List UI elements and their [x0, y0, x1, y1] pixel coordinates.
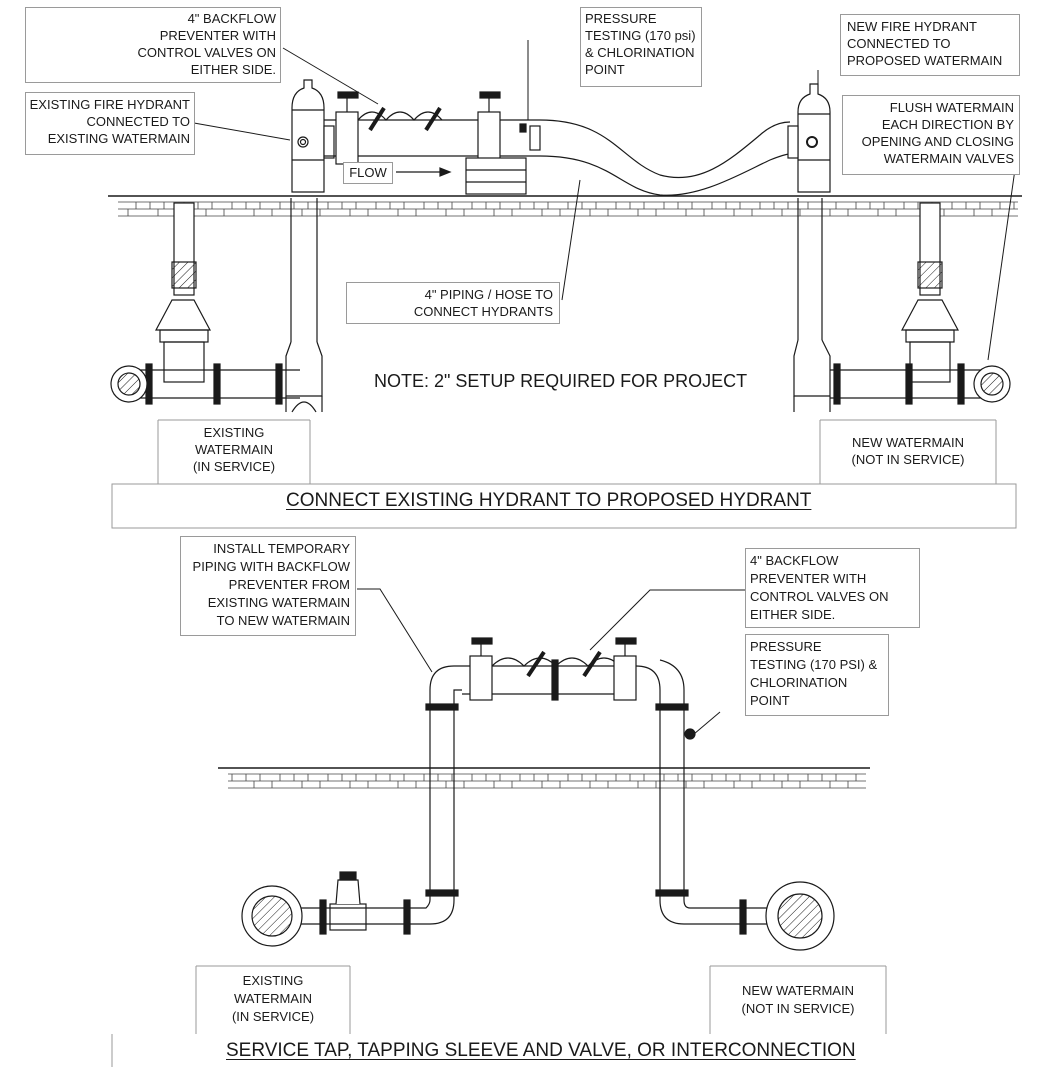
callout-line: (IN SERVICE): [192, 459, 276, 474]
callout-line: (NOT IN SERVICE): [851, 452, 965, 467]
right-riser: [628, 659, 770, 925]
callout-line: EXISTING FIRE HYDRANT: [29, 97, 190, 112]
new-valve-assembly: [830, 202, 1011, 405]
callout-line: FLUSH WATERMAIN: [889, 100, 1014, 115]
callout-line: PREVENTER WITH: [750, 571, 867, 586]
top-leader-lines: [193, 40, 1019, 361]
callout-line: EXISTING WATERMAIN: [47, 131, 190, 146]
label-existing-watermain-bottom: EXISTING WATERMAIN (IN SERVICE): [196, 972, 350, 1026]
callout-line: POINT: [585, 62, 625, 77]
callout-install-temporary-piping: INSTALL TEMPORARY PIPING WITH BACKFLOW P…: [180, 536, 356, 636]
callout-line: (NOT IN SERVICE): [741, 1001, 855, 1016]
callout-line: PIPING WITH BACKFLOW: [192, 559, 350, 574]
callout-line: CHLORINATION: [750, 675, 848, 690]
existing-valve-assembly: [110, 202, 300, 405]
callout-connecting-piping: 4" PIPING / HOSE TO CONNECT HYDRANTS: [346, 282, 560, 324]
flow-label: FLOW: [349, 165, 387, 180]
bottom-detail-title: SERVICE TAP, TAPPING SLEEVE AND VALVE, O…: [226, 1040, 856, 1061]
callout-line: PRESSURE: [585, 11, 657, 26]
bottom-leader-lines: [357, 588, 745, 735]
callout-line: WATERMAIN: [195, 442, 273, 457]
callout-line: PRESSURE: [750, 639, 822, 654]
callout-line: NEW WATERMAIN: [852, 435, 964, 450]
bottom-detail: [218, 588, 870, 951]
callout-line: PREVENTER FROM: [228, 577, 350, 592]
top-backflow-preventer: [324, 91, 540, 195]
callout-line: 4" PIPING / HOSE TO: [424, 287, 553, 302]
bottom-frame: [111, 965, 887, 1067]
callout-existing-fire-hydrant: EXISTING FIRE HYDRANT CONNECTED TO EXIST…: [25, 92, 195, 155]
callout-line: & CHLORINATION: [585, 45, 695, 60]
bottom-new-watermain: [739, 881, 835, 951]
callout-line: CONTROL VALVES ON: [137, 45, 276, 60]
top-frame: [111, 419, 1017, 529]
label-new-watermain-top: NEW WATERMAIN (NOT IN SERVICE): [820, 434, 996, 468]
label-existing-watermain-top: EXISTING WATERMAIN (IN SERVICE): [158, 424, 310, 475]
flow-label-box: FLOW: [343, 162, 393, 184]
callout-backflow-preventer: 4" BACKFLOW PREVENTER WITH CONTROL VALVE…: [25, 7, 281, 83]
top-ground-line: [108, 195, 1022, 218]
label-new-watermain-bottom: NEW WATERMAIN (NOT IN SERVICE): [710, 982, 886, 1018]
left-riser: [300, 665, 462, 925]
callout-line: TESTING (170 PSI) &: [750, 657, 878, 672]
callout-line: POINT: [750, 693, 790, 708]
callout-line: NEW WATERMAIN: [742, 983, 854, 998]
new-fire-hydrant: [787, 83, 831, 412]
callout-line: CONTROL VALVES ON: [750, 589, 889, 604]
callout-line: CONNECTED TO: [86, 114, 190, 129]
callout-pressure-testing-bottom: PRESSURE TESTING (170 PSI) & CHLORINATIO…: [745, 634, 889, 716]
callout-backflow-preventer-bottom: 4" BACKFLOW PREVENTER WITH CONTROL VALVE…: [745, 548, 920, 628]
bottom-existing-watermain: [241, 871, 411, 947]
callout-line: TESTING (170 psi): [585, 28, 696, 43]
callout-line: 4" BACKFLOW: [187, 11, 276, 26]
callout-line: EITHER SIDE.: [190, 62, 276, 77]
callout-line: (IN SERVICE): [231, 1009, 315, 1024]
callout-line: EACH DIRECTION BY: [881, 117, 1014, 132]
callout-line: 4" BACKFLOW: [750, 553, 839, 568]
callout-line: NEW FIRE HYDRANT: [847, 19, 977, 34]
callout-new-fire-hydrant: NEW FIRE HYDRANT CONNECTED TO PROPOSED W…: [840, 14, 1020, 76]
callout-line: CONNECT HYDRANTS: [413, 304, 553, 319]
connecting-hose: [529, 119, 791, 196]
callout-line: PREVENTER WITH: [159, 28, 276, 43]
bottom-ground-line: [218, 767, 870, 790]
callout-line: WATERMAIN: [234, 991, 312, 1006]
top-detail-title: CONNECT EXISTING HYDRANT TO PROPOSED HYD…: [286, 490, 812, 511]
callout-line: OPENING AND CLOSING: [861, 134, 1014, 149]
top-detail: [108, 40, 1022, 413]
callout-line: EXISTING: [203, 425, 265, 440]
callout-line: WATERMAIN VALVES: [883, 151, 1014, 166]
callout-line: TO NEW WATERMAIN: [216, 613, 350, 628]
flow-arrow: [396, 167, 452, 177]
callout-line: EITHER SIDE.: [750, 607, 836, 622]
callout-line: INSTALL TEMPORARY: [213, 541, 350, 556]
callout-line: EXISTING WATERMAIN: [207, 595, 350, 610]
callout-pressure-testing: PRESSURE TESTING (170 psi) & CHLORINATIO…: [580, 7, 702, 87]
project-note: NOTE: 2" SETUP REQUIRED FOR PROJECT: [374, 371, 748, 391]
bottom-backflow-preventer: [462, 637, 637, 701]
callout-line: CONNECTED TO: [847, 36, 951, 51]
existing-fire-hydrant: [285, 79, 335, 413]
callout-line: EXISTING: [242, 973, 304, 988]
callout-flush-watermain: FLUSH WATERMAIN EACH DIRECTION BY OPENIN…: [842, 95, 1020, 175]
callout-line: PROPOSED WATERMAIN: [847, 53, 1003, 68]
